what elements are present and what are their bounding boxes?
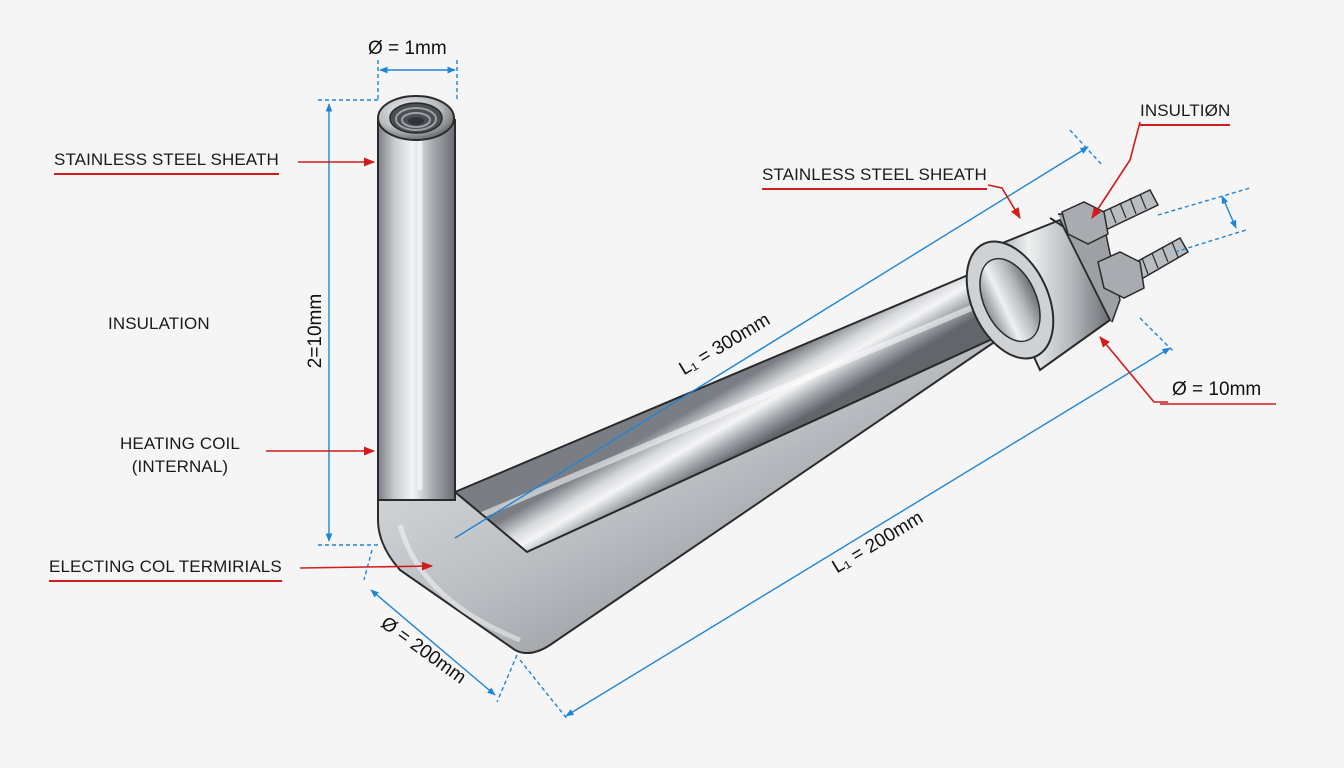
label-terminals: ELECTING COL TERMIRIALS	[49, 557, 282, 582]
leader-lines	[266, 121, 1168, 571]
label-heating-coil-line1: HEATING COIL	[120, 434, 240, 453]
leader-insulation-right	[1091, 121, 1141, 219]
dimension-lines	[318, 60, 1251, 721]
dim-vertical-length: 2=10mm	[305, 293, 326, 369]
label-heating-coil: HEATING COIL (INTERNAL)	[120, 432, 240, 478]
leader-flange-diameter	[1099, 336, 1168, 403]
label-insulation-right: INSULTIØN	[1140, 101, 1231, 126]
label-stainless-steel-sheath-right: STAINLESS STEEL SHEATH	[762, 165, 987, 190]
label-heating-coil-line2: (INTERNAL)	[131, 457, 229, 476]
dim-top-diameter: Ø = 1mm	[368, 38, 447, 59]
dim-flange-underline	[1160, 403, 1276, 405]
tube-open-end	[377, 95, 455, 141]
leader-terminals	[299, 561, 434, 571]
leader-sheath-right	[987, 184, 1021, 219]
vertical-tube	[377, 119, 456, 501]
dim-flange-diameter: Ø = 10mm	[1172, 379, 1262, 400]
label-insulation-left: INSULATION	[108, 314, 210, 333]
label-stainless-steel-sheath-left: STAINLESS STEEL SHEATH	[54, 150, 279, 175]
